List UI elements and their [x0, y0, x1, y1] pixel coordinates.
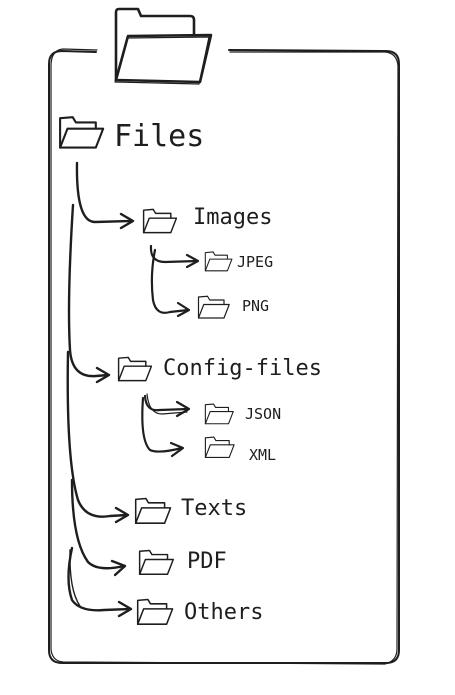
folder-xml: XML	[205, 436, 276, 464]
container-frame	[48, 48, 400, 665]
folder-icon	[205, 403, 234, 425]
root-folder-label: Files	[114, 119, 204, 154]
folder-icon	[143, 208, 177, 234]
folder-label: Others	[184, 600, 263, 625]
folder-config-files: Config-files	[118, 356, 322, 382]
folder-label: PNG	[242, 297, 269, 315]
folder-png: PNG	[198, 295, 269, 319]
folder-icon	[137, 599, 173, 625]
folder-label: PDF	[187, 549, 227, 574]
folder-label: Texts	[181, 496, 247, 521]
folder-texts: Texts	[135, 496, 247, 524]
folder-icon	[204, 251, 233, 272]
large-folder-icon	[114, 7, 213, 85]
folder-json: JSON	[205, 403, 281, 425]
folder-icon	[139, 550, 174, 575]
folder-label: JPEG	[237, 253, 273, 271]
folder-label: Images	[193, 205, 272, 230]
tree-connectors	[66, 161, 200, 618]
folder-icon	[135, 498, 171, 524]
root-folder: Files	[59, 116, 204, 154]
folder-pdf: PDF	[139, 549, 227, 575]
folder-label: XML	[249, 446, 276, 464]
folder-icon	[198, 295, 230, 319]
folder-label: JSON	[245, 405, 281, 423]
root-folder-icon	[59, 116, 104, 149]
folder-icon	[205, 436, 235, 458]
folder-jpeg: JPEG	[204, 251, 273, 272]
folder-label: Config-files	[163, 356, 322, 381]
folder-images: Images	[143, 205, 272, 234]
folder-icon	[118, 356, 152, 382]
folder-others: Others	[137, 599, 263, 625]
